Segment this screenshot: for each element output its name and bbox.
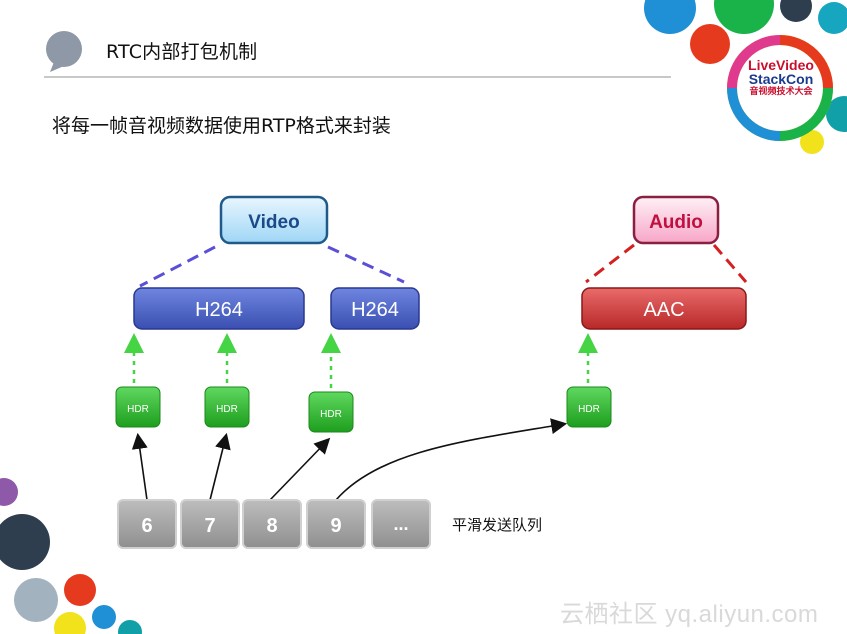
queue-label-3: 8 [266,515,277,537]
decor-top-right [644,0,847,154]
send-queue-label: 平滑发送队列 [452,516,543,534]
hdr-label-1: HDR [127,404,149,415]
watermark: 云栖社区 yq.aliyun.com [560,601,819,628]
decor-bottom-left [0,478,142,634]
queue6-to-hdr1-arrow [131,432,148,501]
audio-node: Audio [632,195,720,245]
h264-node-2: H264 [330,287,420,330]
queue8-to-hdr3-arrow [269,437,331,501]
video-node: Video [219,195,329,245]
h264-label-2: H264 [351,299,399,321]
audio-to-aac-right-line [712,244,748,283]
queue-item-4: 9 [306,499,366,549]
queue7-to-hdr2-arrow [209,432,231,501]
hdr-node-4: HDR [566,386,612,428]
h264-node-1: H264 [133,287,305,330]
hdr-node-1: HDR [115,386,161,428]
video-to-h264-left-line [139,245,216,288]
logo-line-1: LiveVideo [748,57,814,73]
aac-node: AAC [581,287,747,330]
queue-label-2: 7 [204,515,215,537]
queue-label-4: 9 [330,515,341,537]
logo-line-3: 音视频技术大会 [749,86,813,96]
queue9-to-hdr4-arrow [335,418,568,501]
queue-label-1: 6 [141,515,152,537]
title-bullet [46,31,82,72]
audio-label: Audio [649,212,703,233]
queue-item-3: 8 [242,499,302,549]
video-label: Video [248,212,299,233]
queue-item-1: 6 [117,499,177,549]
queue-label-5: ... [393,514,408,534]
hdr-label-2: HDR [216,404,238,415]
livevideo-stackcon-logo: LiveVideo StackCon 音视频技术大会 [741,58,821,97]
hdr-node-3: HDR [308,391,354,433]
aac-label: AAC [643,299,684,321]
queue-item-5: ... [371,499,431,549]
hdr-label-3: HDR [320,409,342,420]
h264-label-1: H264 [195,299,243,321]
logo-line-2: StackCon [748,71,814,87]
video-to-h264-right-line [327,245,405,284]
queue-item-2: 7 [180,499,240,549]
audio-to-aac-left-line [585,243,635,284]
hdr-node-2: HDR [204,386,250,428]
page-title: RTC内部打包机制 [106,41,258,63]
page-subtitle: 将每一帧音视频数据使用RTP格式来封装 [52,115,391,137]
hdr-label-4: HDR [578,404,600,415]
